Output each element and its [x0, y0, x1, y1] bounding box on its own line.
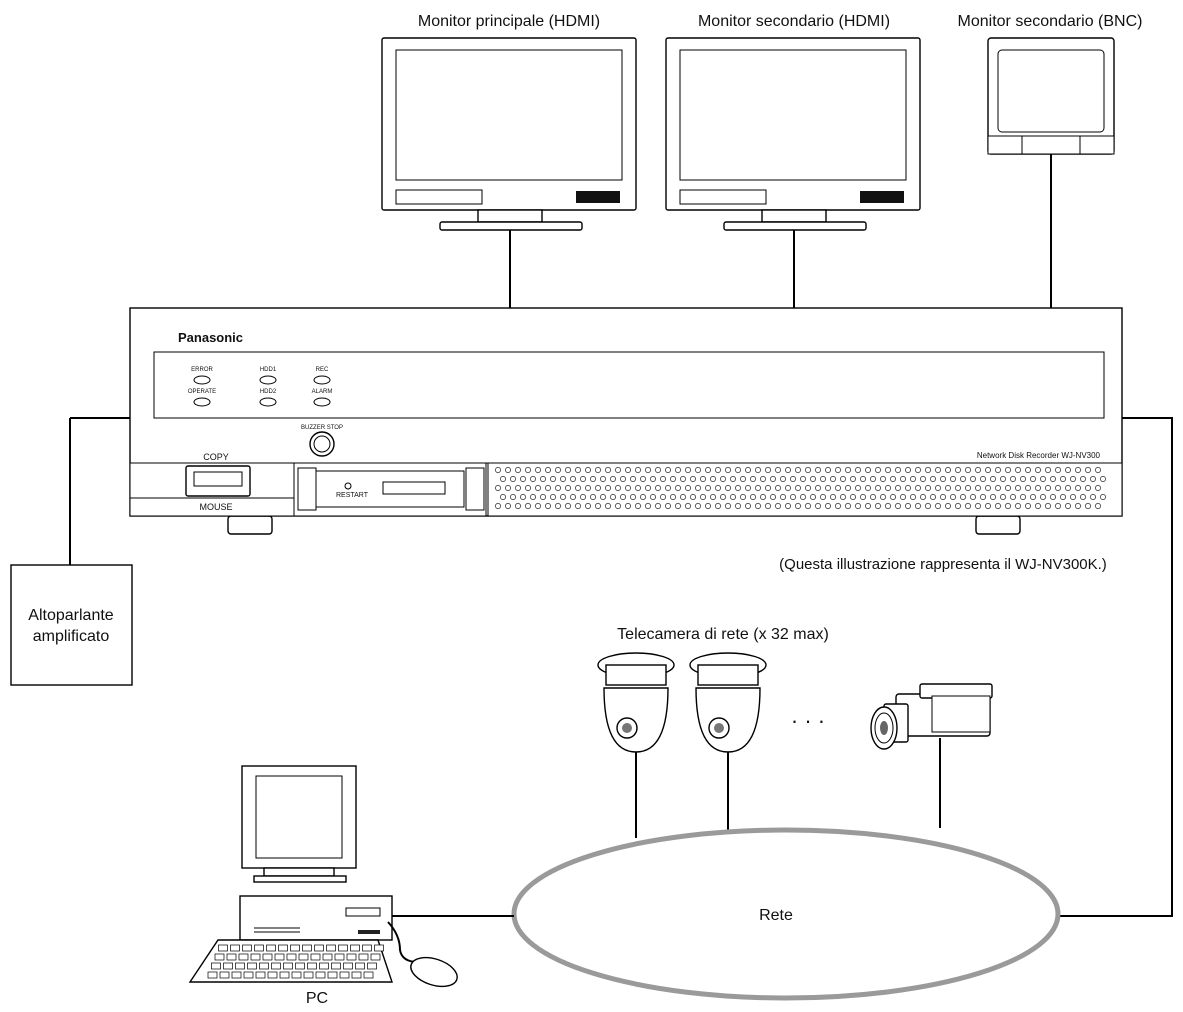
brand-logo: Panasonic — [178, 330, 243, 345]
speaker-label-1: Altoparlante — [28, 607, 113, 624]
sub-monitor-bnc — [987, 37, 1115, 155]
led-label-error: ERROR — [191, 367, 213, 373]
led-label-hdd1: HDD1 — [260, 367, 277, 373]
mouse-label: MOUSE — [199, 502, 232, 512]
speaker-box — [10, 564, 133, 686]
recorder-unit — [129, 307, 1123, 535]
led-label-hdd2: HDD2 — [260, 389, 277, 395]
dome-camera-1 — [597, 652, 675, 753]
box-camera — [870, 683, 993, 750]
restart-label: RESTART — [336, 492, 369, 499]
main-monitor — [381, 37, 637, 231]
sub-monitor-hdmi — [665, 37, 921, 231]
led-label-alarm: ALARM — [312, 389, 333, 395]
buzzer-stop-label: BUZZER STOP — [301, 425, 343, 431]
sub-monitor-hdmi-label: Monitor secondario (HDMI) — [698, 13, 890, 30]
sub-monitor-bnc-label: Monitor secondario (BNC) — [958, 13, 1143, 30]
cameras-label: Telecamera di rete (x 32 max) — [617, 626, 829, 643]
main-monitor-label: Monitor principale (HDMI) — [418, 13, 600, 30]
speaker-label-2: amplificato — [33, 628, 110, 645]
dome-camera-2 — [689, 652, 767, 753]
model-label: Network Disk Recorder WJ-NV300 — [977, 451, 1101, 460]
pc-label: PC — [306, 990, 328, 1007]
network-ellipse — [511, 827, 1061, 1001]
led-label-rec: REC — [316, 367, 329, 373]
vent-grille — [495, 467, 1106, 509]
illustration-note: (Questa illustrazione rappresenta il WJ-… — [779, 556, 1107, 573]
camera-ellipsis: · · · — [791, 708, 825, 733]
led-label-operate: OPERATE — [188, 389, 216, 395]
keyboard-keys — [207, 944, 384, 979]
pc-computer — [188, 765, 458, 988]
network-label: Rete — [759, 907, 793, 924]
copy-label: COPY — [203, 452, 229, 462]
